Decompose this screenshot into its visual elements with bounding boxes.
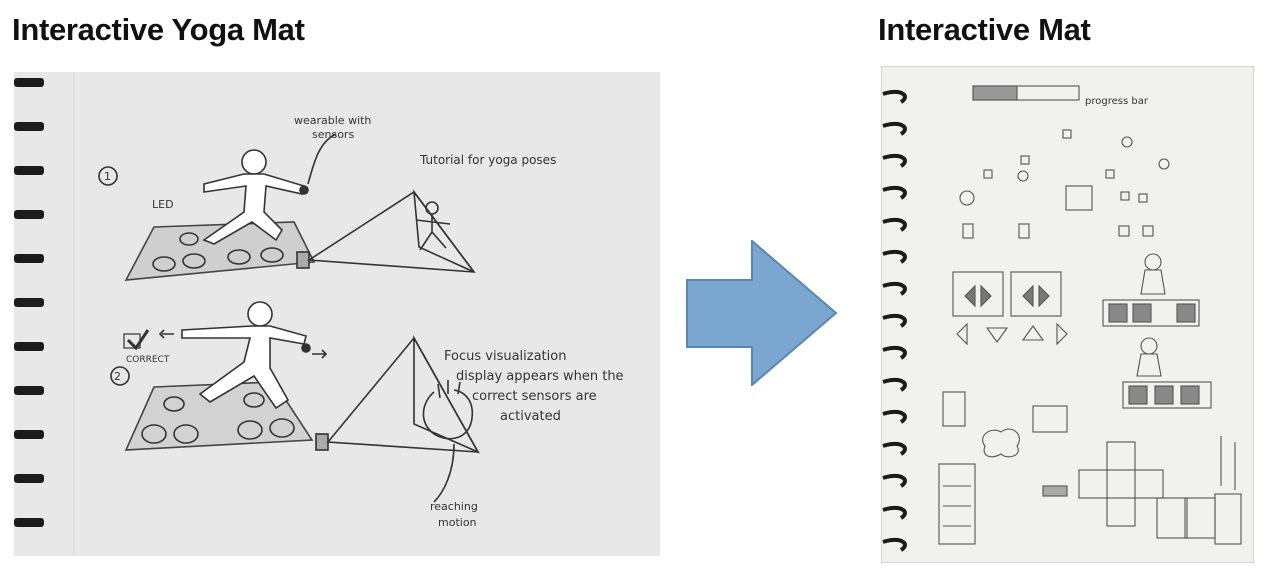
scene-2 <box>110 301 480 503</box>
led-label: LED <box>152 198 174 211</box>
step-2-label: 2 <box>114 370 121 383</box>
tutorial-label: Tutorial for yoga poses <box>419 153 556 167</box>
correct-label: CORRECT <box>126 355 170 365</box>
focus-label-2: display appears when the <box>456 369 624 384</box>
spiral-binding <box>14 78 44 527</box>
yoga-mat-sketch: wearable with sensors Tutorial for yoga … <box>14 72 660 556</box>
right-heading: Interactive Mat <box>878 12 1091 47</box>
focus-label-1: Focus visualization <box>444 349 566 364</box>
reaching-label-2: motion <box>438 516 477 529</box>
sketch-paper <box>14 72 660 556</box>
step-1-label: 1 <box>104 170 111 183</box>
focus-label-4: activated <box>500 409 561 424</box>
interactive-mat-sketch: progress bar <box>880 65 1255 564</box>
left-heading: Interactive Yoga Mat <box>12 12 305 47</box>
spiral-binding <box>882 89 907 552</box>
progress-bar-label: progress bar <box>1085 96 1149 107</box>
reaching-label-1: reaching <box>430 500 478 513</box>
scene-1 <box>98 133 476 281</box>
sketch-lines <box>938 85 1242 545</box>
transition-arrow-icon <box>686 240 838 386</box>
sensors-label: sensors <box>312 128 354 141</box>
wearable-label: wearable with <box>294 114 371 127</box>
focus-label-3: correct sensors are <box>472 389 597 404</box>
